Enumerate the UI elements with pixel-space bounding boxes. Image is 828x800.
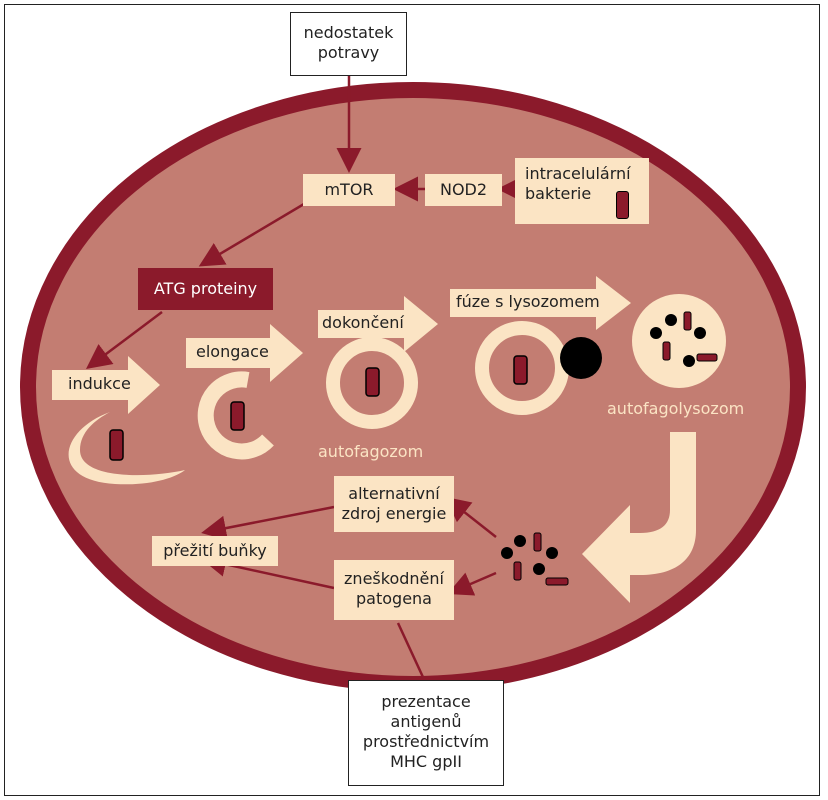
debris-fragment <box>533 532 542 552</box>
bacterium-icon <box>109 429 124 461</box>
bacterium-icon <box>513 355 528 385</box>
node-text: NOD2 <box>439 180 488 199</box>
debris-fragment <box>683 311 692 331</box>
debris-fragment <box>662 341 671 361</box>
debris-dot <box>533 563 545 575</box>
arrow-debris-to-zneskodneni <box>447 571 497 596</box>
arrow-atg-to-indukce <box>86 311 163 369</box>
dokonceni-arrow <box>318 296 438 352</box>
fuze-arrow <box>450 276 631 330</box>
degradation-arrow <box>582 432 696 603</box>
debris-dot <box>665 314 677 326</box>
debris-fragment <box>513 561 522 581</box>
node-prezentace-antigenu: prezentace antigenů prostřednictvím MHC … <box>348 680 504 786</box>
debris-dot <box>514 535 526 547</box>
elongace-arrow <box>186 324 303 382</box>
node-text: antigenů <box>390 712 462 731</box>
arrow-zneskodneni-to-prezentace <box>396 622 430 689</box>
bacterium-icon <box>616 191 629 219</box>
debris-fragment <box>696 353 718 362</box>
arrow-alt-to-preziti <box>201 505 335 541</box>
node-text: potravy <box>317 43 380 62</box>
arrow-debris-to-alt <box>445 496 497 538</box>
node-text: bakterie <box>525 184 592 203</box>
node-nedostatek-potravy: nedostatek potravy <box>290 12 407 76</box>
node-text: přežití buňky <box>163 541 267 560</box>
label-autofagolysozom: autofagolysozom <box>607 399 745 418</box>
elongace-phagophore <box>197 371 274 460</box>
debris-dot <box>501 547 513 559</box>
debris-fragment <box>545 577 569 586</box>
indukce-arrow <box>52 356 160 414</box>
node-atg-proteiny: ATG proteiny <box>138 268 273 310</box>
node-text: zneškodnění <box>344 569 444 588</box>
node-intracelularni-bakterie: intracelulární bakterie <box>515 158 649 224</box>
label-autofagozom: autofagozom <box>318 442 424 461</box>
stage-label-indukce: indukce <box>68 374 131 393</box>
bacterium-icon <box>230 401 245 431</box>
node-text: prezentace <box>381 692 471 711</box>
debris-dot <box>546 547 558 559</box>
node-text: prostřednictvím <box>362 732 490 751</box>
node-text: ATG proteiny <box>153 279 258 298</box>
node-mtor: mTOR <box>303 174 395 206</box>
node-nod2: NOD2 <box>425 174 502 206</box>
arrow-mtor-to-atg <box>198 202 305 267</box>
node-text: mTOR <box>324 180 374 199</box>
node-text: MHC gpII <box>390 752 462 771</box>
autofagolysozom <box>632 294 726 388</box>
node-preziti-bunky: přežití buňky <box>152 536 278 566</box>
lysosome <box>560 337 602 379</box>
debris-dot <box>694 327 706 339</box>
node-text: zdroj energie <box>341 504 447 523</box>
node-alternativni-zdroj-energie: alternativní zdroj energie <box>334 476 454 532</box>
autofagozom-ring <box>326 337 418 429</box>
node-text: patogena <box>356 589 432 608</box>
node-text: intracelulární <box>525 164 631 183</box>
bacterium-icon <box>365 367 380 397</box>
node-text: alternativní <box>348 484 440 503</box>
fuze-autophagosome-ring <box>475 321 569 415</box>
stage-label-fuze: fúze s lysozomem <box>456 292 600 311</box>
debris-dot <box>683 355 695 367</box>
debris-dot <box>650 327 662 339</box>
node-text: nedostatek <box>303 23 394 42</box>
node-zneskodneni-patogena: zneškodnění patogena <box>334 560 454 620</box>
stage-label-elongace: elongace <box>196 342 269 361</box>
stage-label-dokonceni: dokončení <box>322 313 404 332</box>
